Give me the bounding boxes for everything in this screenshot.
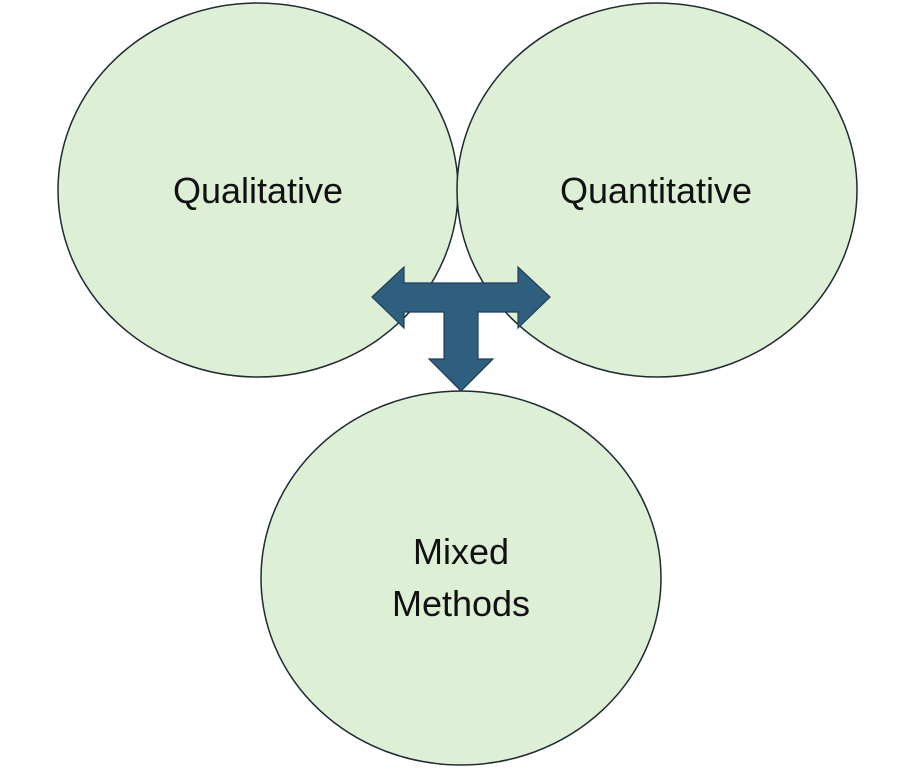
mixed-methods-label-line2: Methods [392,583,530,624]
qualitative-label: Qualitative [173,170,343,211]
mixed-methods-node: Mixed Methods [260,390,662,766]
quantitative-node: Quantitative [456,2,858,378]
tee-three-way-arrow-icon [371,265,551,392]
mixed-methods-label-line1: Mixed [413,531,509,572]
quantitative-circle [456,2,858,378]
qualitative-node: Qualitative [57,2,459,378]
quantitative-label: Quantitative [560,170,752,211]
mixed-methods-circle [260,390,662,766]
